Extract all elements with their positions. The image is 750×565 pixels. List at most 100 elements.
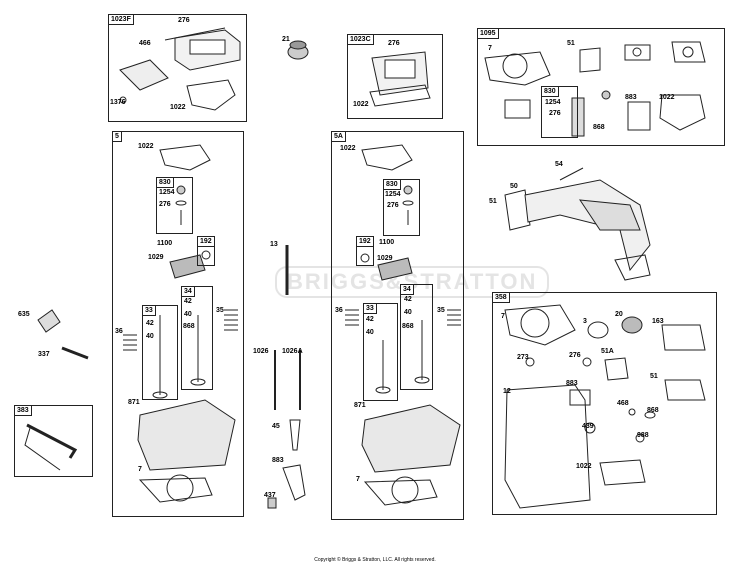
plug-21-part [287, 40, 309, 60]
part-label: 276 [159, 201, 171, 208]
part-label: 36 [115, 328, 123, 335]
group-5-830-tag: 830 [156, 177, 174, 188]
group-383-tag: 383 [14, 405, 32, 416]
part-label: 1376 [110, 99, 126, 106]
part-label: 1022 [138, 143, 154, 150]
part-label: 51A [601, 348, 614, 355]
group-1095-830-tag: 830 [541, 86, 559, 97]
part-label: 40 [146, 333, 154, 340]
group-5-33-tag: 33 [142, 305, 156, 316]
part-label: 42 [184, 298, 192, 305]
group-1095-830-frame [541, 86, 578, 138]
group-5-tag: 5 [112, 131, 122, 142]
part-label: 1022 [353, 101, 369, 108]
group-5-192-tag: 192 [197, 236, 215, 247]
part-label: 635 [18, 311, 30, 318]
group-5-830-frame [156, 177, 193, 234]
group-5-33-frame [142, 305, 178, 400]
part-label: 1100 [379, 239, 395, 246]
part-label: 276 [387, 202, 399, 209]
part-label: 35 [437, 307, 445, 314]
part-label: 1026A [282, 348, 303, 355]
copyright-notice: Copyright © Briggs & Stratton, LLC. All … [314, 557, 436, 563]
part-label: 1022 [659, 94, 675, 101]
part-label: 883 [566, 380, 578, 387]
part-label: 21 [282, 36, 290, 43]
part-label: 163 [652, 318, 664, 325]
part-label: 1254 [385, 191, 401, 198]
part-label: 1022 [340, 145, 356, 152]
cylinder-head-5-parts [123, 144, 238, 503]
part-label: 1254 [545, 99, 561, 106]
part-label: 868 [402, 323, 414, 330]
part-label: 12 [503, 388, 511, 395]
gasket-kit-1095-parts [484, 41, 706, 137]
part-label: 7 [138, 466, 142, 473]
part-label: 7 [501, 313, 505, 320]
part-label: 276 [388, 40, 400, 47]
loose-parts [24, 245, 306, 509]
part-label: 468 [617, 400, 629, 407]
part-label: 466 [139, 40, 151, 47]
part-label: 40 [366, 329, 374, 336]
part-label: 42 [404, 296, 412, 303]
part-label: 40 [404, 309, 412, 316]
part-label: 35 [216, 307, 224, 314]
part-label: 45 [272, 423, 280, 430]
group-5A-830-frame [383, 179, 420, 236]
part-label: 437 [264, 492, 276, 499]
part-label: 883 [272, 457, 284, 464]
group-1095-tag: 1095 [477, 28, 499, 39]
part-label: 3 [583, 318, 587, 325]
group-5A-34-tag: 34 [400, 284, 414, 295]
part-label: 273 [517, 354, 529, 361]
part-label: 51 [489, 198, 497, 205]
group-358-frame [492, 292, 717, 515]
part-label: 439 [582, 423, 594, 430]
part-label: 54 [555, 161, 563, 168]
group-5-34-tag: 34 [181, 286, 195, 297]
group-1023C-tag: 1023C [347, 34, 374, 45]
part-label: 868 [647, 407, 659, 414]
part-label: 337 [38, 351, 50, 358]
part-label: 276 [569, 352, 581, 359]
group-5A-33-tag: 33 [363, 303, 377, 314]
part-label: 36 [335, 307, 343, 314]
group-1023F-frame [108, 14, 247, 122]
part-label: 276 [178, 17, 190, 24]
part-label: 1100 [157, 240, 173, 247]
part-label: 1022 [576, 463, 592, 470]
part-label: 276 [549, 110, 561, 117]
part-label: 13 [270, 241, 278, 248]
part-label: 20 [615, 311, 623, 318]
part-label: 50 [510, 183, 518, 190]
group-5A-tag: 5A [331, 131, 346, 142]
part-label: 1029 [377, 255, 393, 262]
group-5A-192-tag: 192 [356, 236, 374, 247]
group-1023F-tag: 1023F [108, 14, 134, 25]
group-5A-34-frame [400, 284, 433, 390]
valve-cover-part [119, 27, 241, 111]
group-5A-33-frame [363, 303, 398, 401]
part-label: 1022 [170, 104, 186, 111]
group-5A-830-tag: 830 [383, 179, 401, 190]
part-label: 988 [637, 432, 649, 439]
group-1023C-frame [347, 34, 443, 119]
cylinder-head-5a-parts [345, 144, 461, 506]
group-1095-frame [477, 28, 725, 146]
part-label: 51 [650, 373, 658, 380]
group-383-frame [14, 405, 93, 477]
group-358-tag: 358 [492, 292, 510, 303]
group-5-34-frame [181, 286, 213, 390]
part-label: 40 [184, 311, 192, 318]
group-5A-frame [331, 131, 464, 520]
part-label: 7 [356, 476, 360, 483]
gasket-kit-358-parts [504, 304, 706, 509]
part-label: 883 [625, 94, 637, 101]
part-label: 51 [567, 40, 575, 47]
intake-manifold-50-part [504, 167, 651, 281]
part-label: 871 [128, 399, 140, 406]
part-label: 871 [354, 402, 366, 409]
part-label: 1254 [159, 189, 175, 196]
part-label: 868 [593, 124, 605, 131]
